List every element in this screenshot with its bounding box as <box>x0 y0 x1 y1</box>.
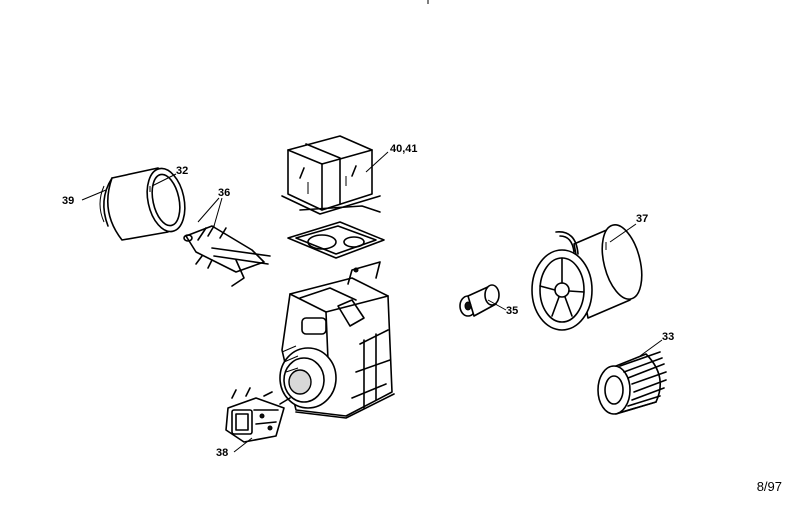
date-code: 8/97 <box>756 479 782 494</box>
nozzle-part <box>459 284 500 317</box>
leader-36a <box>197 197 220 223</box>
label-32: 32 <box>176 165 188 177</box>
leader-35 <box>487 299 507 311</box>
transformer-part <box>281 135 381 215</box>
label-37: 37 <box>636 213 648 225</box>
label-40-41: 40,41 <box>390 143 418 155</box>
burner-housing-part <box>279 261 395 419</box>
coupling-part <box>597 351 667 415</box>
electrode-assembly-part <box>183 225 271 287</box>
leader-32 <box>151 173 177 187</box>
leader-37 <box>609 223 637 243</box>
label-39: 39 <box>62 195 74 207</box>
pump-valve-part <box>225 387 291 443</box>
leader-33 <box>639 339 663 357</box>
leader-40-41 <box>365 151 389 173</box>
label-33: 33 <box>662 331 674 343</box>
leader-36b <box>213 197 223 227</box>
gasket-part <box>287 205 385 273</box>
label-38: 38 <box>216 447 228 459</box>
label-36: 36 <box>218 187 230 199</box>
leader-39 <box>81 189 107 201</box>
label-35: 35 <box>506 305 518 317</box>
leader-38 <box>233 437 253 453</box>
fan-wheel-part <box>531 224 643 331</box>
